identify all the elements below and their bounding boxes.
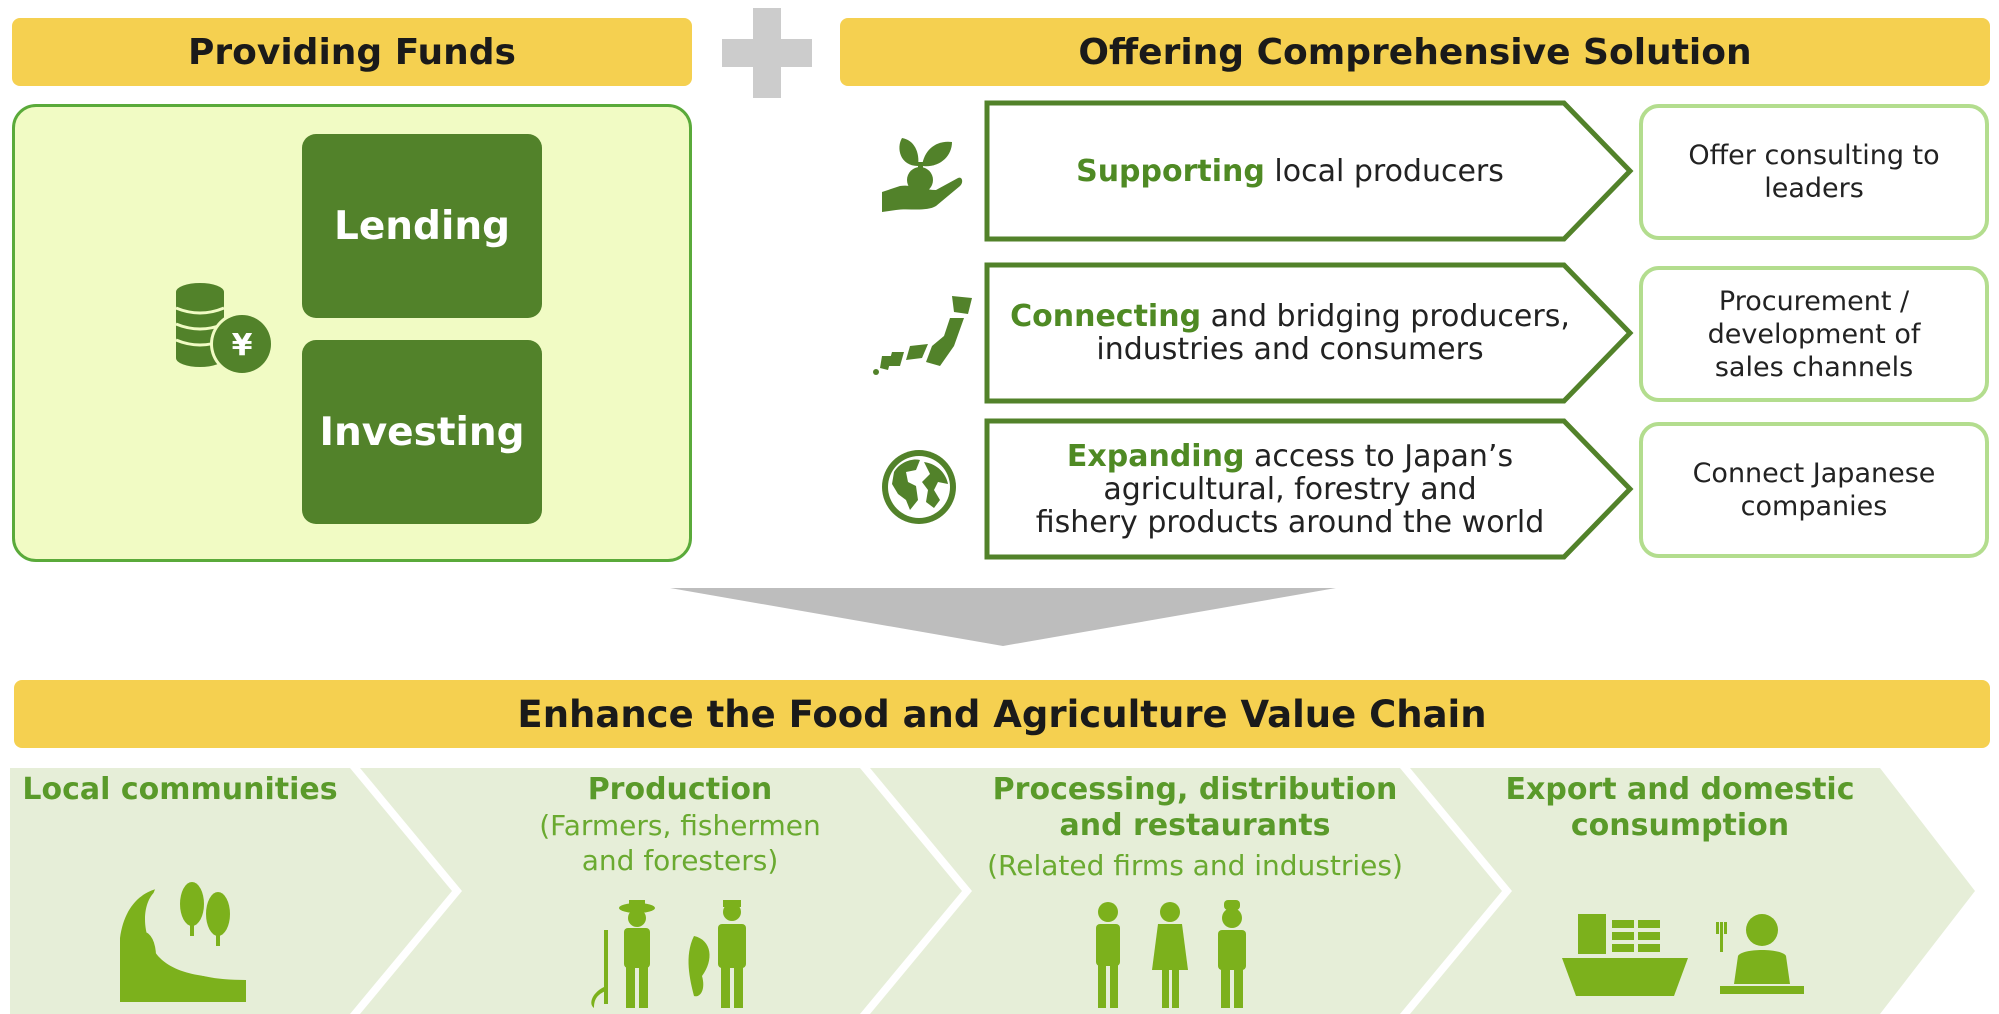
consulting-result-line1: Offer consulting to [1688,140,1940,171]
workers-icon [1086,900,1252,1010]
expanding-keyword: Expanding [1066,438,1245,474]
value-chain-header: Enhance the Food and Agriculture Value C… [14,680,1990,748]
sprout-hand-icon [878,128,964,216]
connecting-line1: and bridging producers, [1201,299,1570,334]
supporting-arrow [984,100,1634,242]
supporting-line1: local producers [1264,153,1504,189]
procurement-result-line1: Procurement / [1718,285,1910,317]
consulting-result-line2: leaders [1764,173,1864,204]
globe-icon [880,448,958,526]
value-chain-title: Enhance the Food and Agriculture Value C… [517,692,1487,736]
lending-label: Lending [333,203,511,249]
connecting-keyword: Connecting [1010,299,1202,334]
procurement-result-box: Procurement / development of sales chann… [1639,266,1989,402]
stage-local-communities-title: Local communities [22,772,338,807]
expanding-line2: agricultural, forestry and [1103,471,1477,507]
investing-label: Investing [319,409,525,455]
consulting-result-box: Offer consulting to leaders [1639,104,1989,240]
stage-production-title: Production [587,772,773,807]
connect-result-line2: companies [1740,491,1888,522]
stage-production-sub: (Farmers, fishermen and foresters) [539,809,821,877]
procurement-result-line2: development of [1707,318,1921,350]
procurement-result-line3: sales channels [1714,351,1914,383]
expanding-line1: access to Japan’s [1244,438,1514,474]
expanding-text: Expanding access to Japan’s agricultural… [990,421,1590,557]
ship-diner-icon [1562,906,1812,1008]
stage-processing-sub: (Related firms and industries) [987,849,1403,882]
stage-processing-title: Processing, distribution and restaurants [992,772,1398,843]
supporting-text: Supporting local producers [990,103,1590,239]
river-trees-icon [120,878,250,1002]
connect-companies-result-box: Connect Japanese companies [1639,422,1989,558]
down-arrow-icon [670,588,1336,648]
providing-funds-header: Providing Funds [12,18,692,86]
yen-symbol: ¥ [232,328,253,363]
investing-box: Investing [302,340,542,524]
stage-export-title: Export and domestic consumption [1505,772,1855,843]
plus-icon [722,8,812,98]
supporting-keyword: Supporting [1076,153,1265,189]
connecting-arrow [984,262,1634,404]
comprehensive-solution-title: Offering Comprehensive Solution [1078,31,1752,73]
providing-funds-title: Providing Funds [188,31,516,73]
comprehensive-solution-header: Offering Comprehensive Solution [840,18,1990,86]
expanding-arrow [984,418,1634,560]
farmer-fisherman-icon [582,900,762,1010]
coins-yen-icon: ¥ [172,282,278,378]
japan-map-icon [870,296,974,376]
connecting-line2: industries and consumers [1096,332,1484,367]
value-chain-strip [10,768,1975,1014]
lending-box: Lending [302,134,542,318]
connect-result-line1: Connect Japanese [1692,458,1936,489]
connecting-text: Connecting and bridging producers, indus… [990,265,1590,401]
expanding-line3: fishery products around the world [1035,504,1545,540]
